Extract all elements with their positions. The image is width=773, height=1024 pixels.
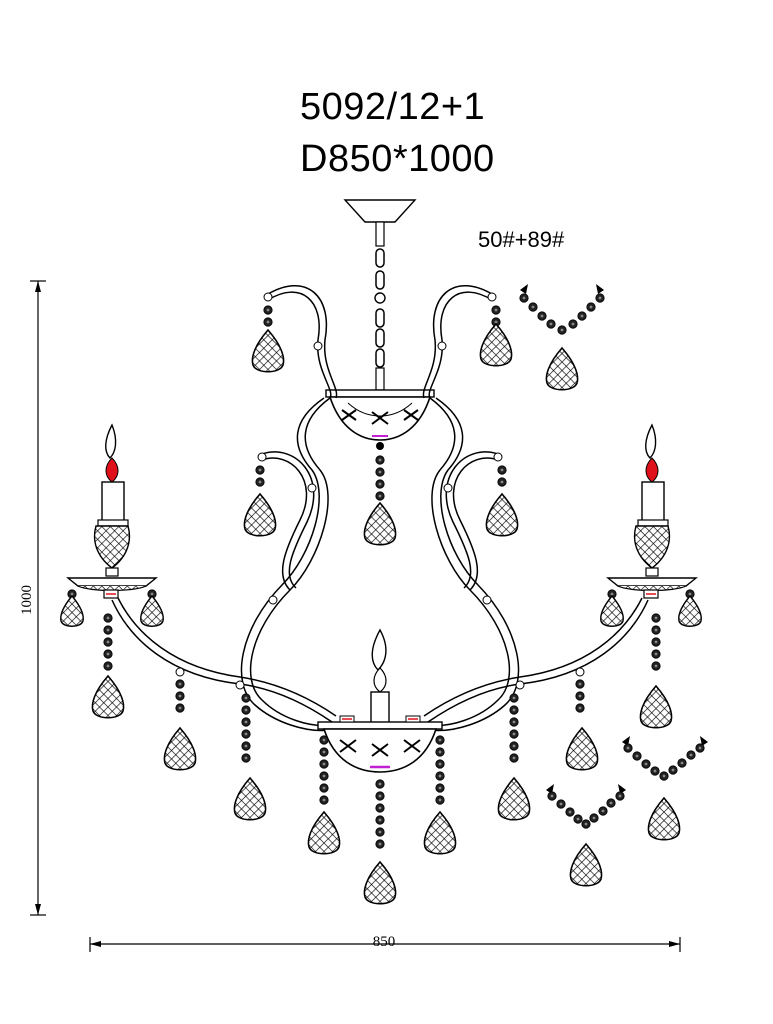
upper-right-pendant xyxy=(479,305,513,367)
right-arm-strand-2 xyxy=(497,693,531,821)
model-number: 5092/12+1 xyxy=(300,86,486,128)
center-candle xyxy=(370,628,390,729)
left-arm-strand-1 xyxy=(163,679,197,771)
middle-left-pendant xyxy=(243,465,277,537)
height-dimension: 1000 xyxy=(19,280,46,916)
right-outer-strand xyxy=(639,613,673,729)
width-dimension-label: 850 xyxy=(373,934,396,950)
joint-rosettes xyxy=(175,292,585,690)
height-dimension-label: 1000 xyxy=(19,585,35,615)
left-outer-strand xyxy=(91,613,125,719)
hanging-chain xyxy=(374,248,386,391)
crystal-swag-mid xyxy=(622,736,708,841)
left-candle xyxy=(66,423,158,599)
ceiling-canopy xyxy=(343,199,417,247)
left-arm-strand-2 xyxy=(233,693,267,821)
crystal-swag-top xyxy=(519,284,605,391)
lower-left-strand xyxy=(307,735,341,855)
crystal-code: 50#+89# xyxy=(478,227,565,252)
lower-bowl xyxy=(317,715,443,773)
dimensions-label: D850*1000 xyxy=(300,138,495,180)
upper-bowl xyxy=(325,389,435,450)
middle-right-pendant xyxy=(485,465,519,537)
lower-right-strand xyxy=(423,735,457,855)
upper-center-strand xyxy=(363,455,397,546)
right-arm-strand-1 xyxy=(565,679,599,771)
width-dimension: 850 xyxy=(89,934,681,952)
lower-center-strand xyxy=(363,779,397,905)
upper-left-pendant xyxy=(251,305,285,373)
right-candle xyxy=(606,423,698,599)
crystal-swag-bottom xyxy=(546,784,626,887)
